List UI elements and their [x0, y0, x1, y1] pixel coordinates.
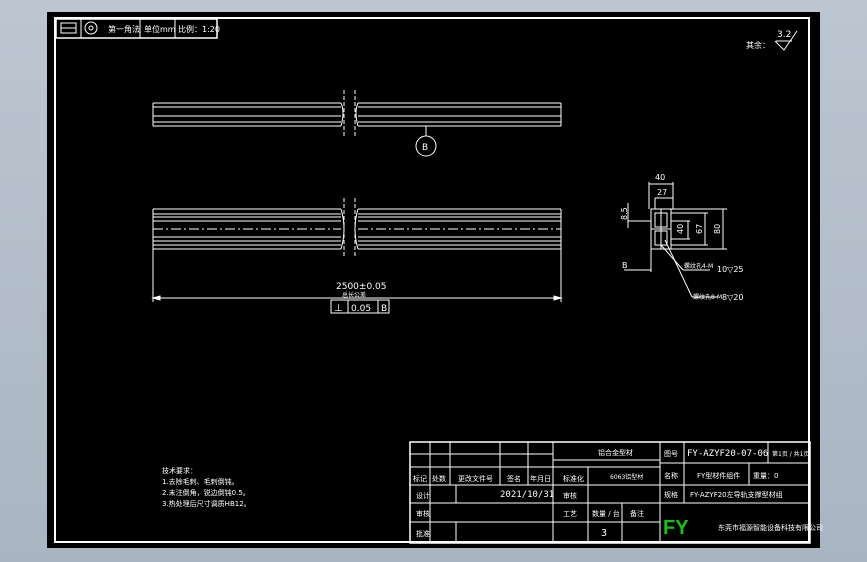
- check: 审核: [416, 509, 430, 518]
- approve: 批准: [416, 529, 430, 538]
- projection-label: 第一角法: [108, 24, 140, 34]
- view-label-b: B: [422, 143, 428, 153]
- perpendicularity-symbol: ⊥: [334, 303, 343, 314]
- dim-80: 80: [713, 224, 722, 234]
- tech-note-3: 3.热处理后尺寸调质HB12。: [162, 499, 251, 508]
- dim-40-top: 40: [655, 173, 665, 182]
- tech-note-2: 2.未注倒角，锐边倒钝0.5。: [162, 488, 250, 497]
- section-datum: B: [622, 261, 628, 270]
- process: 工艺: [563, 510, 577, 518]
- dim-8-5: 8.5: [620, 207, 629, 220]
- col-sign: 签名: [507, 474, 521, 483]
- designer: 设计: [416, 491, 430, 500]
- drawing-no-label: 图号: [664, 450, 678, 458]
- hole2-spec: 8▽20: [722, 293, 743, 302]
- quantity: 3: [601, 528, 607, 539]
- cross-section: [624, 182, 727, 298]
- top-view: [152, 90, 562, 157]
- company-name: 东莞市福源智能设备科技有限公司: [718, 523, 823, 532]
- roughness-value: 3.2: [777, 30, 791, 40]
- front-view: [151, 198, 563, 314]
- unit-label: 单位mm: [144, 24, 176, 34]
- standard: 标准化: [563, 474, 584, 483]
- drawing-sheet: [47, 12, 820, 548]
- roughness-label: 其余：: [746, 40, 770, 50]
- company-logo: FY: [663, 517, 689, 539]
- col-mark: 标记: [413, 474, 427, 483]
- tech-notes: 技术要求： 1.去除毛刺、毛刺倒钝。 2.未注倒角，锐边倒钝0.5。 3.热处理…: [162, 466, 251, 508]
- hole1-spec: 10▽25: [717, 265, 744, 274]
- col-count: 处数: [432, 474, 446, 483]
- drawing-no: FY-AZYF20-07-06: [687, 449, 768, 459]
- overall-length-note: 总长公差: [342, 291, 366, 299]
- dim-67: 67: [695, 224, 704, 234]
- dim-27: 27: [657, 188, 667, 197]
- overall-length-dim: 2500±0.05: [336, 282, 386, 292]
- top-info-block: 第一角法 单位mm 比例：1:20: [55, 18, 220, 39]
- tech-note-1: 1.去除毛刺、毛刺倒钝。: [162, 477, 239, 486]
- tolerance-value: 0.05: [351, 304, 371, 314]
- roughness-mark: 其余： 3.2: [746, 30, 798, 51]
- weight: 重量：0: [753, 472, 778, 480]
- remark: 备注: [630, 509, 644, 518]
- drawing-frame: [54, 17, 810, 543]
- quantity-label: 数量 / 台: [592, 509, 620, 518]
- name-label: 名称: [664, 471, 678, 480]
- tolerance-datum: B: [381, 304, 387, 314]
- col-change: 更改文件号: [458, 474, 493, 483]
- scale-label: 比例：1:20: [178, 24, 220, 34]
- projection-circle-icon: [84, 21, 98, 35]
- reviewer: 审核: [563, 491, 577, 500]
- tech-note-0: 技术要求：: [162, 466, 197, 475]
- description-label: 规格: [664, 490, 678, 499]
- title-block-text: 铝合金型材 6063铝型材 图号 FY-AZYF20-07-06 第1页 / 共…: [413, 448, 823, 539]
- material: 铝合金型材: [598, 448, 633, 457]
- hole2-label: 螺纹孔8-M: [693, 293, 722, 301]
- design-date: 2021/10/31: [500, 490, 554, 500]
- material-sub: 6063铝型材: [610, 473, 643, 481]
- sheet-info: 第1页 / 共1页: [772, 450, 809, 458]
- title-block: [409, 441, 811, 544]
- description: FY-AZYF20左导轨支撑型材组: [690, 490, 783, 499]
- part-name: FY型材件组件: [697, 471, 740, 480]
- col-date: 年月日: [530, 474, 551, 483]
- dim-40-right: 40: [676, 224, 685, 234]
- hole1-label: 螺纹孔4-M: [684, 262, 713, 270]
